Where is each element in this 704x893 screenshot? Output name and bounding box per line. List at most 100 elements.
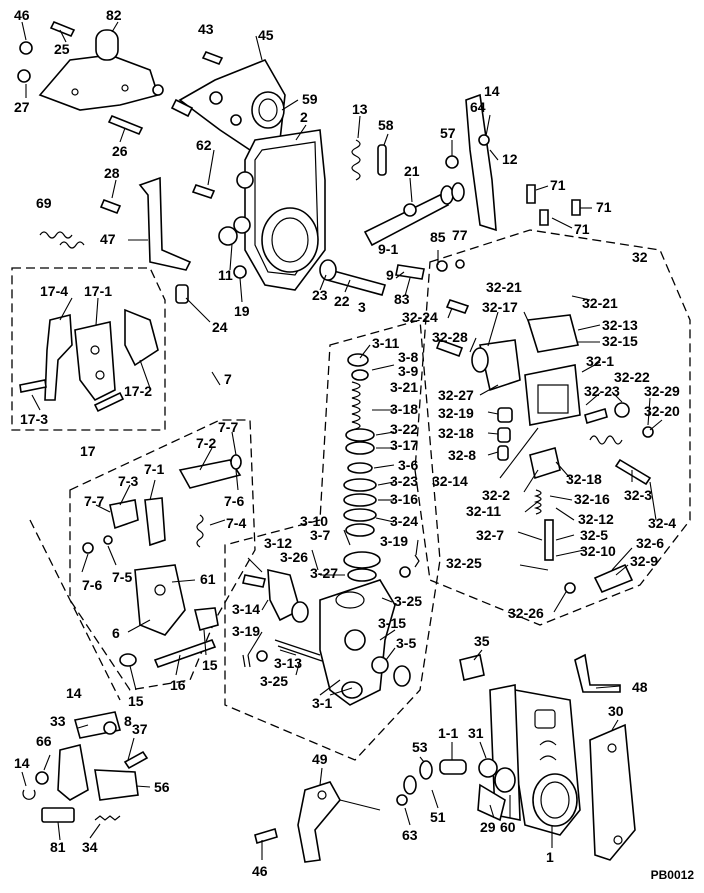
callout-61: 61 xyxy=(200,571,216,587)
callout-14-c: 14 xyxy=(14,755,30,771)
springs-69 xyxy=(39,231,85,249)
callout-7-7-a: 7-7 xyxy=(218,419,238,435)
callout-85: 85 xyxy=(430,229,446,245)
callout-26: 26 xyxy=(112,143,128,159)
callout-2: 2 xyxy=(300,109,308,125)
callout-71-c: 71 xyxy=(574,221,590,237)
callout-3-24: 3-24 xyxy=(390,513,418,529)
linkage-7 xyxy=(82,454,242,669)
callout-60: 60 xyxy=(500,819,516,835)
callout-45: 45 xyxy=(258,27,274,43)
callout-32-4: 32-4 xyxy=(648,515,676,531)
callout-32-6: 32-6 xyxy=(636,535,664,551)
callout-81: 81 xyxy=(50,839,66,855)
callout-32-21-a: 32-21 xyxy=(486,279,522,295)
solenoid-32 xyxy=(435,184,654,594)
callout-15-a: 15 xyxy=(202,657,218,673)
callout-3-1: 3-1 xyxy=(312,695,332,711)
callout-17: 17 xyxy=(80,443,96,459)
callout-22: 22 xyxy=(334,293,350,309)
callout-7-1: 7-1 xyxy=(144,461,164,477)
callout-46-b: 46 xyxy=(252,863,268,879)
callout-3: 3 xyxy=(358,299,366,315)
callout-1-1: 1-1 xyxy=(438,725,458,741)
callout-8: 8 xyxy=(124,713,132,729)
callout-7-4: 7-4 xyxy=(226,515,246,531)
bracket-45 xyxy=(178,58,286,151)
callout-3-12: 3-12 xyxy=(264,535,292,551)
callout-32-13: 32-13 xyxy=(602,317,638,333)
callout-3-13: 3-13 xyxy=(274,655,302,671)
callout-32-10: 32-10 xyxy=(580,543,616,559)
callout-32-28: 32-28 xyxy=(432,329,468,345)
callout-11: 11 xyxy=(218,267,233,283)
callout-51: 51 xyxy=(430,809,446,825)
callout-3-21: 3-21 xyxy=(390,379,418,395)
callout-21: 21 xyxy=(404,163,420,179)
callout-1: 1 xyxy=(546,849,554,865)
callout-63: 63 xyxy=(402,827,418,843)
group-32-outline xyxy=(414,229,691,626)
callout-32-16: 32-16 xyxy=(574,491,610,507)
callout-7-5: 7-5 xyxy=(112,569,132,585)
callout-23: 23 xyxy=(312,287,328,303)
delivery-11-31 xyxy=(396,758,516,822)
callout-17-3: 17-3 xyxy=(20,411,48,427)
callout-3-23: 3-23 xyxy=(390,473,418,489)
callout-49: 49 xyxy=(312,751,328,767)
callout-48: 48 xyxy=(632,679,648,695)
callout-56: 56 xyxy=(154,779,170,795)
callout-3-22: 3-22 xyxy=(390,421,418,437)
callout-9: 9 xyxy=(386,267,394,283)
callout-24: 24 xyxy=(212,319,228,335)
callout-17-1: 17-1 xyxy=(84,283,112,299)
callout-32-20: 32-20 xyxy=(644,403,680,419)
pump-body-1 xyxy=(489,684,581,836)
callout-32-21-b: 32-21 xyxy=(582,295,618,311)
callout-25: 25 xyxy=(54,41,70,57)
callout-32-1: 32-1 xyxy=(586,353,614,369)
callout-77: 77 xyxy=(452,227,468,243)
callout-66: 66 xyxy=(36,733,52,749)
callout-37: 37 xyxy=(132,721,148,737)
lever-9-1 xyxy=(363,182,465,247)
callout-3-15: 3-15 xyxy=(378,615,406,631)
callout-32-15: 32-15 xyxy=(602,333,638,349)
callout-83: 83 xyxy=(394,291,410,307)
callout-32-5: 32-5 xyxy=(580,527,608,543)
callout-3-7: 3-7 xyxy=(310,527,330,543)
callout-7-7-b: 7-7 xyxy=(84,493,104,509)
callout-3-8: 3-8 xyxy=(398,349,418,365)
callout-3-6: 3-6 xyxy=(398,457,418,473)
callout-7-6-b: 7-6 xyxy=(82,577,102,593)
callout-32-2: 32-2 xyxy=(482,487,510,503)
callout-32-23: 32-23 xyxy=(584,383,620,399)
linkage-17 xyxy=(19,308,159,413)
callout-59: 59 xyxy=(302,91,318,107)
callout-15-b: 15 xyxy=(128,693,144,709)
lower-left-parts xyxy=(22,711,149,823)
callout-32-14: 32-14 xyxy=(432,473,468,489)
callout-71-b: 71 xyxy=(596,199,612,215)
callout-32-18-a: 32-18 xyxy=(438,425,474,441)
callout-32-26: 32-26 xyxy=(508,605,544,621)
callout-33: 33 xyxy=(50,713,66,729)
callout-19: 19 xyxy=(234,303,250,319)
callout-34: 34 xyxy=(82,839,98,855)
callout-13: 13 xyxy=(352,101,368,117)
callout-3-27: 3-27 xyxy=(310,565,338,581)
callout-3-25-b: 3-25 xyxy=(260,673,288,689)
callout-6: 6 xyxy=(112,625,120,641)
callout-46: 46 xyxy=(14,7,30,23)
callout-32-17: 32-17 xyxy=(482,299,518,315)
shaft-22-23 xyxy=(319,259,465,296)
callout-labels: 46 82 25 27 43 45 59 26 2 62 13 58 14 64… xyxy=(14,7,680,879)
callout-3-19-a: 3-19 xyxy=(380,533,408,549)
callout-3-26: 3-26 xyxy=(280,549,308,565)
callout-3-14: 3-14 xyxy=(232,601,260,617)
callout-3-16: 3-16 xyxy=(390,491,418,507)
spring-13 xyxy=(351,139,361,181)
callout-14: 14 xyxy=(484,83,500,99)
callout-17-2: 17-2 xyxy=(124,383,152,399)
group-bottom-lead xyxy=(29,519,121,701)
